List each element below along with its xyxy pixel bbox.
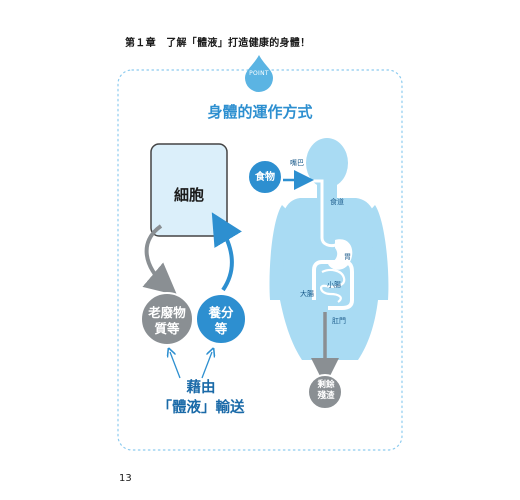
nutrient-label: 養分 等 — [196, 305, 246, 337]
organ-label-anus: 肛門 — [332, 317, 346, 325]
organ-label-esophagus: 食道 — [330, 198, 344, 206]
transport-label-line2: 「體液」輸送 — [157, 400, 245, 416]
chapter-header: 第１章 了解「體液」打造健康的身體！ — [125, 38, 311, 49]
residue-circle — [307, 374, 343, 410]
nutrient-label-line1: 養分 — [208, 305, 234, 320]
cell-box — [150, 143, 228, 237]
large-intestine-loop — [312, 260, 354, 310]
waste-label-line2: 質等 — [154, 321, 180, 336]
page-title: 身體的運作方式 — [207, 103, 313, 121]
nutrient-circle — [195, 293, 247, 345]
organ-label-large-intestine: 大腸 — [300, 290, 314, 298]
food-circle — [247, 159, 283, 195]
residue-label: 剩餘 殘渣 — [309, 380, 343, 402]
organ-label-small-intestine: 小腸 — [327, 281, 341, 289]
transport-arrow-right — [201, 352, 212, 379]
waste-label: 老廢物 質等 — [140, 305, 194, 337]
organ-label-stomach: 胃 — [344, 253, 351, 261]
waste-circle — [140, 292, 194, 346]
nutrient-arrow — [211, 212, 242, 292]
residue-label-line2: 殘渣 — [317, 391, 335, 401]
body-silhouette — [269, 138, 389, 360]
nutrient-label-line2: 等 — [214, 321, 228, 336]
transport-arrow-left — [170, 352, 181, 379]
transport-label-line1: 藉由 — [186, 380, 216, 396]
point-frame — [117, 69, 403, 451]
organ-label-mouth: 嘴巴 — [290, 159, 304, 167]
point-drop-icon — [245, 55, 273, 92]
food-label: 食物 — [255, 172, 275, 183]
waste-arrow — [142, 224, 178, 296]
residue-label-line1: 剩餘 — [317, 380, 335, 390]
page-number: 13 — [119, 473, 132, 484]
small-intestine-coils — [320, 268, 346, 303]
waste-label-line1: 老廢物 — [148, 305, 186, 320]
cell-label: 細胞 — [173, 186, 204, 204]
point-badge-label: POINT — [249, 70, 269, 77]
transport-label: 藉由 「體液」輸送 — [146, 378, 256, 418]
